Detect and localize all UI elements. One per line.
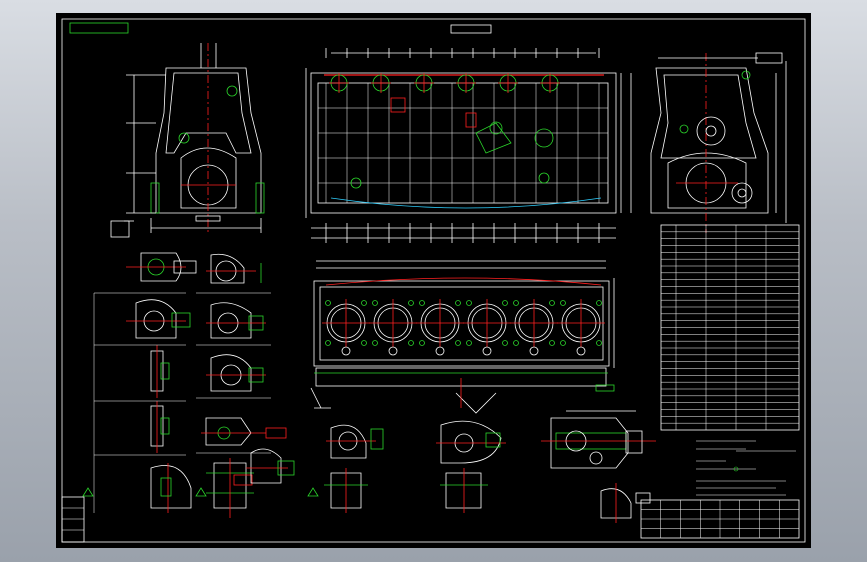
detail-view-right [541, 410, 656, 523]
title-block [640, 499, 800, 539]
detail-views-bottom [246, 420, 506, 513]
parts-list-table [660, 224, 800, 431]
engine-block-drawing [61, 18, 806, 543]
side-elevation-view [305, 24, 632, 243]
cylinder-plan-view [310, 260, 615, 414]
end-view-left [110, 43, 265, 238]
drawing-frame [61, 18, 806, 543]
end-view-right [650, 52, 787, 233]
detail-views-left [93, 252, 287, 518]
cad-drawing-sheet [56, 13, 811, 548]
revision-box [61, 496, 85, 543]
technical-notes [696, 440, 796, 496]
frame-corner-box [69, 22, 129, 34]
